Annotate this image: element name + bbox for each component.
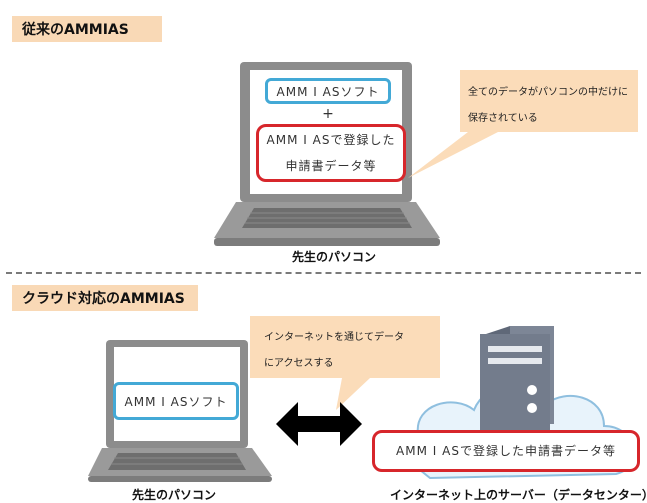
software-box-label: AMM I ASソフト (276, 84, 380, 99)
bubble-line-1: インターネットを通じてデータ (264, 332, 404, 343)
section-label-traditional: 従来のAMMIAS (12, 16, 162, 42)
server-caption: インターネット上のサーバー（データセンター） (390, 488, 647, 502)
data-box-line1: AMM I ASで登録した (266, 133, 396, 147)
speech-bubble (408, 70, 638, 178)
software-box-label: AMM I ASソフト (124, 394, 228, 409)
laptop-caption: 先生のパソコン (291, 250, 376, 264)
data-box: AMM I ASで登録した 申請書データ等 (256, 124, 406, 182)
section-label-text: クラウド対応のAMMIAS (22, 291, 185, 307)
section-divider (6, 272, 641, 274)
double-arrow-icon (276, 402, 362, 446)
section-label-cloud: クラウド対応のAMMIAS (12, 285, 198, 311)
software-box: AMM I ASソフト (265, 78, 391, 104)
software-box: AMM I ASソフト (113, 382, 239, 420)
bubble-line-2: 保存されている (468, 113, 538, 124)
bubble-text-top: 全てのデータがパソコンの中だけに 保存されている (468, 80, 644, 132)
laptop-caption: 先生のパソコン (131, 488, 216, 502)
bubble-line-2: にアクセスする (264, 358, 334, 369)
bubble-text-bottom: インターネットを通じてデータ にアクセスする (264, 325, 440, 377)
cloud-data-box: AMM I ASで登録した申請書データ等 (372, 430, 640, 472)
speech-bubble (250, 316, 440, 410)
data-box-line2: 申請書データ等 (285, 159, 377, 173)
plus-sign: + (322, 106, 334, 122)
cloud-data-box-label: AMM I ASで登録した申請書データ等 (396, 444, 616, 458)
server-icon (480, 326, 554, 434)
bubble-line-1: 全てのデータがパソコンの中だけに (468, 87, 628, 98)
section-label-text: 従来のAMMIAS (22, 22, 129, 38)
